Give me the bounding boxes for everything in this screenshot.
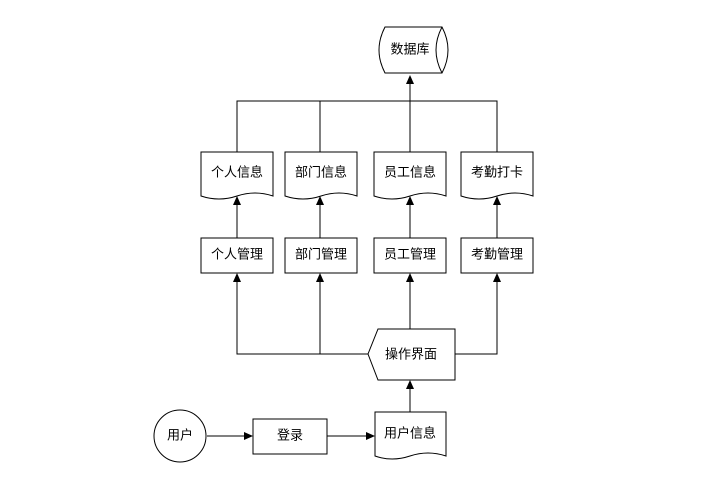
personal-mgmt-label: 个人管理 (211, 248, 263, 263)
employee-info-document: 员工信息 (373, 151, 447, 200)
connector-operation-left-bus (236, 281, 368, 355)
database-label: 数据库 (390, 42, 429, 58)
attendance-clock-document: 考勤打卡 (460, 151, 534, 200)
user-info-document: 用户信息 (374, 411, 447, 460)
connector-operation-right-bus (455, 281, 498, 355)
user-label: 用户 (167, 428, 193, 444)
attendance-mgmt-label: 考勤管理 (471, 248, 523, 263)
arrowhead-attendance-mgmt (493, 273, 501, 282)
personal-info-document: 个人信息 (200, 151, 274, 200)
arrowhead-personal-mgmt (233, 273, 241, 282)
login-label: 登录 (277, 429, 303, 444)
arrowhead-database (406, 75, 414, 84)
operation-ui-display: 操作界面 (367, 328, 456, 381)
employee-info-label: 员工信息 (384, 165, 436, 181)
arrowhead-login (244, 432, 253, 440)
user-info-label: 用户信息 (384, 426, 436, 442)
arrowhead-attendance-clock (493, 196, 501, 205)
attendance-mgmt-box: 考勤管理 (460, 237, 534, 274)
department-mgmt-label: 部门管理 (295, 248, 347, 263)
employee-mgmt-box: 员工管理 (373, 237, 447, 274)
arrowhead-operation-ui (406, 380, 414, 389)
employee-mgmt-label: 员工管理 (384, 248, 436, 263)
personal-info-label: 个人信息 (211, 165, 263, 181)
arrowhead-department-mgmt (316, 273, 324, 282)
department-info-document: 部门信息 (284, 151, 358, 200)
arrowhead-personal-info (233, 196, 241, 205)
connector-doc-bus (236, 100, 498, 152)
arrowhead-user-info (366, 432, 375, 440)
department-mgmt-box: 部门管理 (284, 237, 358, 274)
arrowhead-employee-info (406, 196, 414, 205)
operation-ui-label: 操作界面 (385, 347, 437, 363)
database-node: 数据库 (378, 26, 449, 74)
arrowhead-department-info (316, 196, 324, 205)
department-info-label: 部门信息 (295, 165, 347, 181)
arrowhead-employee-mgmt (406, 273, 414, 282)
login-box: 登录 (252, 418, 328, 455)
personal-mgmt-box: 个人管理 (200, 237, 274, 274)
attendance-clock-label: 考勤打卡 (471, 166, 523, 181)
user-node: 用户 (153, 409, 207, 463)
